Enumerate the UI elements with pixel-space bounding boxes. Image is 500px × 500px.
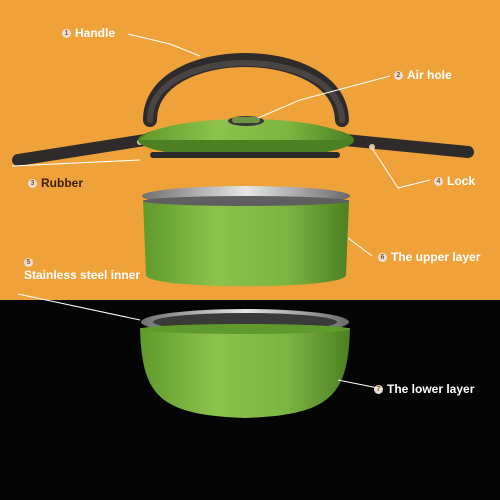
callout-number: 1 — [62, 28, 71, 38]
callout-rubber: 3 Rubber — [28, 176, 83, 190]
callout-number: 2 — [394, 70, 403, 80]
callout-label: The upper layer — [391, 250, 481, 264]
callout-air-hole: 2 Air hole — [394, 68, 452, 82]
callout-label: Lock — [447, 174, 476, 188]
callout-handle: 1 Handle — [62, 26, 115, 40]
callout-label: Handle — [75, 26, 116, 40]
callout-number: 7 — [374, 384, 383, 394]
callout-label: Rubber — [41, 176, 83, 190]
leader-lines — [11, 33, 431, 389]
lower-layer-bowl — [140, 309, 350, 418]
handle — [12, 53, 474, 166]
callout-number: 3 — [28, 178, 37, 188]
callout-label: Air hole — [407, 68, 452, 82]
callout-number: 4 — [434, 176, 443, 186]
callout-lock: 4 Lock — [434, 174, 475, 188]
callout-number: 5 — [24, 258, 33, 267]
callout-lower-layer: 7 The lower layer — [374, 382, 474, 396]
rubber-seal — [150, 152, 340, 158]
callout-number: 6 — [378, 252, 387, 262]
callout-upper-layer: 6 The upper layer — [378, 250, 480, 264]
callout-label: The lower layer — [387, 382, 475, 396]
callout-stainless-steel-inner: 5 Stainless steel inner — [24, 258, 140, 282]
callout-label: Stainless steel inner — [24, 268, 141, 282]
upper-layer-bowl — [142, 186, 350, 287]
lid — [138, 116, 354, 158]
